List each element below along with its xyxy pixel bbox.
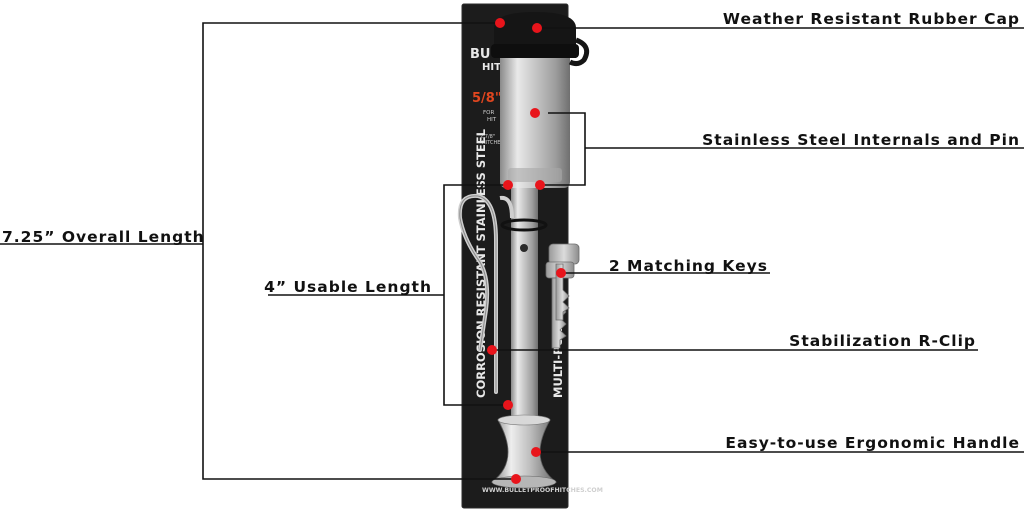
package-brand-text-2: HIT	[482, 62, 501, 73]
marker-overall-bottom	[511, 474, 521, 484]
callout-rclip: Stabilization R-Clip	[789, 332, 976, 350]
marker-usable-bottom	[503, 400, 513, 410]
package-brand-text: BU	[470, 47, 490, 62]
package-for-text-2: HIT	[487, 117, 497, 123]
callout-keys: 2 Matching Keys	[609, 257, 768, 275]
callout-usable-length: 4” Usable Length	[264, 278, 432, 296]
shaft-ring	[500, 218, 548, 232]
pin-shaft	[511, 176, 538, 421]
callout-handle: Easy-to-use Ergonomic Handle	[725, 434, 1020, 452]
handle-icon	[490, 414, 558, 489]
marker-usable-top	[503, 180, 513, 190]
callout-internals: Stainless Steel Internals and Pin	[702, 131, 1020, 149]
marker-internals	[530, 108, 540, 118]
package-size-text: 5/8"	[472, 91, 502, 106]
callout-overall-length: 7.25” Overall Length	[2, 228, 205, 246]
package-spec-text-2: HITCHE	[482, 140, 500, 146]
rubber-cap	[491, 12, 590, 67]
marker-rclip	[487, 345, 497, 355]
package-spec-text: 2 7/8"	[480, 134, 495, 140]
package-website-text: WWW.BULLETPROOFHITCHES.COM	[482, 487, 603, 494]
marker-keys	[556, 268, 566, 278]
callout-cap: Weather Resistant Rubber Cap	[723, 10, 1020, 28]
package-for-text: FOR	[483, 110, 494, 116]
marker-handle	[531, 447, 541, 457]
leader-lines	[0, 22, 1024, 480]
marker-overall-top	[495, 18, 505, 28]
marker-internals-lower	[535, 180, 545, 190]
marker-cap	[532, 23, 542, 33]
marker-dots	[487, 18, 566, 484]
